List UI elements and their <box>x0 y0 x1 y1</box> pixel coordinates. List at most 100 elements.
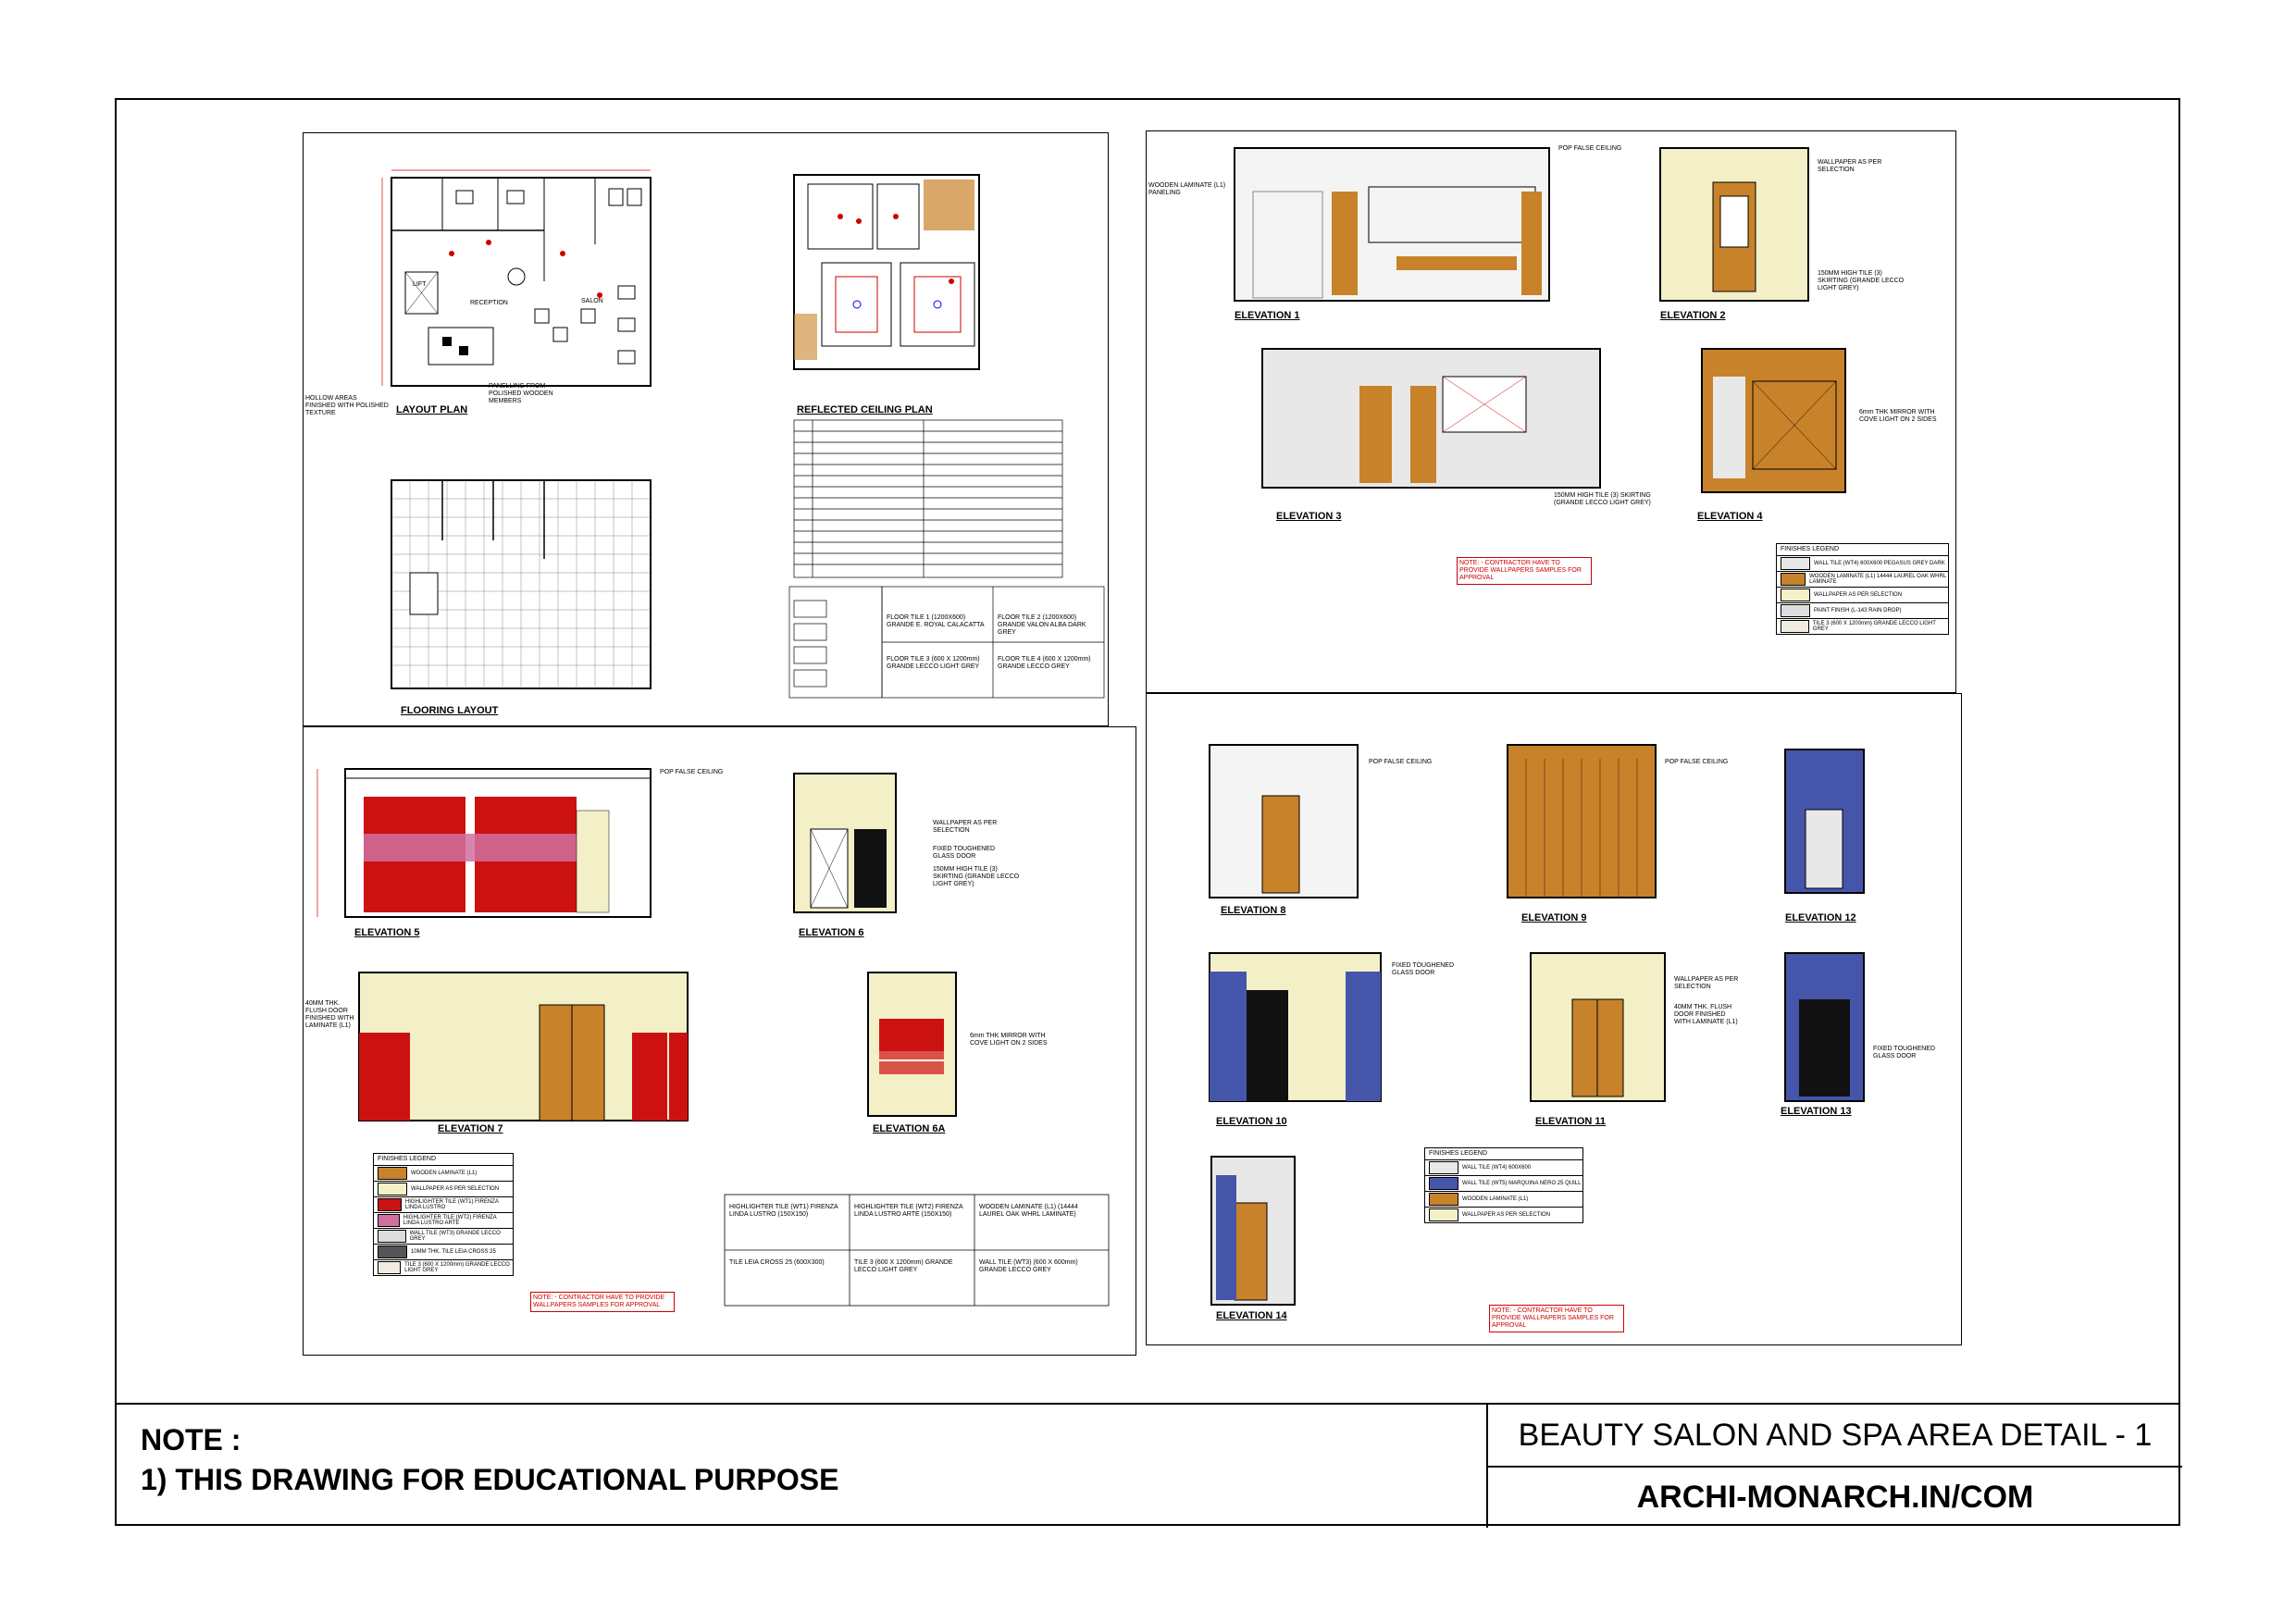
elevation-7-label: ELEVATION 7 <box>438 1123 503 1134</box>
elevation-1-label: ELEVATION 1 <box>1235 310 1300 321</box>
elevations-bottom-right-drawing <box>1209 744 1865 1306</box>
elevation-5-drawing <box>316 768 652 918</box>
legend-swatch <box>378 1183 407 1196</box>
elevation-13-drawing <box>1784 952 1865 1102</box>
elev11-flush-note: 40MM THK. FLUSH DOOR FINISHED WITH LAMIN… <box>1674 1004 1738 1025</box>
elev2-wallpaper-note: WALLPAPER AS PER SELECTION <box>1818 159 1882 173</box>
flooring-layout-drawing <box>391 479 652 689</box>
contractor-note-top: NOTE: - CONTRACTOR HAVE TO PROVIDE WALLP… <box>1457 557 1592 585</box>
layout-plan-label: LAYOUT PLAN <box>396 404 468 415</box>
elevation-8-drawing <box>1209 744 1359 898</box>
elev1-pop-note: POP FALSE CEILING <box>1558 145 1622 152</box>
legend-swatch <box>1429 1193 1458 1206</box>
legend-left-row: WALLPAPER AS PER SELECTION <box>374 1182 513 1197</box>
elevation-11-drawing <box>1530 952 1666 1102</box>
hollow-note: HOLLOW AREAS FINISHED WITH POLISHED TEXT… <box>305 395 389 416</box>
spec-r1c2: HIGHLIGHTER TILE (WT2) FIRENZA LINDA LUS… <box>854 1204 963 1218</box>
legend-bottom-row: WALL TILE (WT4) 600X600 <box>1425 1160 1582 1176</box>
legend-label: WALL TILE (WT4) 600X600 PEGASUS GREY DAR… <box>1814 561 1945 566</box>
legend-left-row: 10MM THK. TILE LEIA CROSS 25 <box>374 1245 513 1260</box>
elevation-7-drawing <box>358 972 689 1121</box>
drawing-title: BEAUTY SALON AND SPA AREA DETAIL - 1 <box>1488 1405 2182 1468</box>
legend-label: WALL TILE (WT5) MARQUINA NERO 25 QUILL <box>1462 1181 1582 1186</box>
elev6-glass-note: FIXED TOUGHENED GLASS DOOR <box>933 846 996 860</box>
floor-tile-3: FLOOR TILE 3 (600 X 1200mm) GRANDE LECCO… <box>887 656 980 670</box>
legend-label: PAINT FINISH (L-143 RAIN DROP) <box>1814 608 1902 613</box>
elevation-9-label: ELEVATION 9 <box>1521 912 1587 923</box>
floor-tile-legend <box>788 586 1105 699</box>
floor-tile-4: FLOOR TILE 4 (600 X 1200mm) GRANDE LECCO… <box>998 656 1091 670</box>
salon-label: SALON <box>581 298 603 304</box>
legend-label: WOODEN LAMINATE (L1) <box>1462 1196 1529 1202</box>
website-label: ARCHI-MONARCH.IN/COM <box>1636 1480 2034 1515</box>
elev13-glass-note: FIXED TOUGHENED GLASS DOOR <box>1873 1046 1936 1059</box>
elevation-1-drawing <box>1234 147 1550 302</box>
elevation-13-label: ELEVATION 13 <box>1781 1106 1852 1117</box>
elev1-laminate-note: WOODEN LAMINATE (L1) PANELING <box>1148 182 1226 196</box>
legend-swatch <box>1781 588 1810 601</box>
legend-swatch <box>1781 604 1810 617</box>
finishes-legend-left-title: FINISHES LEGEND <box>374 1154 513 1166</box>
finishes-legend-top-title: FINISHES LEGEND <box>1777 544 1948 556</box>
plans-drawing <box>381 169 1105 699</box>
ceiling-legend-table <box>793 419 1063 578</box>
elevation-14-drawing <box>1210 1156 1296 1306</box>
elevation-9-drawing <box>1507 744 1657 898</box>
legend-bottom-row: WALL TILE (WT5) MARQUINA NERO 25 QUILL <box>1425 1176 1582 1192</box>
title-block: NOTE : 1) THIS DRAWING FOR EDUCATIONAL P… <box>115 1403 2182 1528</box>
legend-label: WALL TILE (WT4) 600X600 <box>1462 1165 1532 1171</box>
elevation-2-label: ELEVATION 2 <box>1660 310 1726 321</box>
elevation-10-label: ELEVATION 10 <box>1216 1116 1287 1127</box>
elev7-mirror-note: 6mm THK MIRROR WITH COVE LIGHT ON 2 SIDE… <box>970 1033 1048 1047</box>
ceiling-plan-drawing <box>793 174 980 370</box>
elev6-skirting-note: 150MM HIGH TILE (3) SKIRTING (GRANDE LEC… <box>933 866 1020 887</box>
elev2-skirting-note: 150MM HIGH TILE (3) SKIRTING (GRANDE LEC… <box>1818 270 1905 291</box>
elev5-pop-note: POP FALSE CEILING <box>660 769 724 775</box>
legend-label: WOODEN LAMINATE (L1) 14444 LAUREL OAK WH… <box>1809 574 1946 585</box>
elevation-8-label: ELEVATION 8 <box>1221 905 1286 916</box>
finishes-legend-left: FINISHES LEGEND WOODEN LAMINATE (L1) WAL… <box>373 1153 514 1276</box>
legend-swatch <box>378 1245 407 1258</box>
finishes-legend-bottom-title: FINISHES LEGEND <box>1425 1148 1582 1160</box>
contractor-note-left: NOTE: - CONTRACTOR HAVE TO PROVIDE WALLP… <box>530 1292 675 1312</box>
elevation-2-drawing <box>1659 147 1809 302</box>
spec-r1c3: WOODEN LAMINATE (L1) (14444 LAUREL OAK W… <box>979 1204 1078 1218</box>
elevations-top-right-drawing <box>1234 147 1846 493</box>
elevation-3-drawing <box>1261 348 1601 489</box>
floor-tile-1: FLOOR TILE 1 (1200X600) GRANDE E. ROYAL … <box>887 614 985 628</box>
legend-label: WALL TILE (WT3) GRANDE LECCO GREY <box>409 1231 501 1242</box>
legend-bottom-row: WALLPAPER AS PER SELECTION <box>1425 1208 1582 1222</box>
lift-label: LIFT <box>413 281 427 288</box>
spec-table-border <box>724 1194 1110 1307</box>
elevations-sheet-top-right: ELEVATION 1 ELEVATION 2 ELEVATION 3 ELEV… <box>1146 130 1956 693</box>
contractor-note-bottom: NOTE: - CONTRACTOR HAVE TO PROVIDE WALLP… <box>1489 1305 1624 1332</box>
finishes-legend-bottom: FINISHES LEGEND WALL TILE (WT4) 600X600 … <box>1424 1147 1583 1223</box>
spec-r2c2: TILE 3 (600 X 1200mm) GRANDE LECCO LIGHT… <box>854 1259 953 1273</box>
legend-label: WALLPAPER AS PER SELECTION <box>1462 1212 1551 1218</box>
legend-top-row: WALL TILE (WT4) 600X600 PEGASUS GREY DAR… <box>1777 556 1948 572</box>
legend-swatch <box>1429 1208 1458 1221</box>
legend-bottom-row: WOODEN LAMINATE (L1) <box>1425 1192 1582 1208</box>
elev10-glass-note: FIXED TOUGHENED GLASS DOOR <box>1392 962 1455 976</box>
legend-left-row: WOODEN LAMINATE (L1) <box>374 1166 513 1182</box>
flooring-layout-label: FLOORING LAYOUT <box>401 705 499 716</box>
legend-left-row: WALL TILE (WT3) GRANDE LECCO GREY <box>374 1229 513 1245</box>
legend-label: WOODEN LAMINATE (L1) <box>411 1171 478 1176</box>
elev8-pop-note: POP FALSE CEILING <box>1369 759 1433 765</box>
legend-top-row: TILE 3 (600 X 1200mm) GRANDE LECCO LIGHT… <box>1777 619 1948 634</box>
finishes-legend-top: FINISHES LEGEND WALL TILE (WT4) 600X600 … <box>1776 543 1949 635</box>
legend-swatch <box>1781 557 1810 570</box>
legend-swatch <box>1781 573 1806 586</box>
elevation-12-drawing <box>1784 749 1865 894</box>
elevation-4-drawing <box>1701 348 1846 493</box>
layout-plan-drawing <box>381 169 652 387</box>
plans-sheet: LAYOUT PLAN REFLECTED CEILING PLAN FLOOR… <box>303 132 1109 726</box>
spec-r2c1: TILE LEIA CROSS 25 (600X300) <box>729 1259 825 1266</box>
legend-swatch <box>378 1230 406 1243</box>
floor-tile-2: FLOOR TILE 2 (1200X600) GRANDE VALON ALB… <box>998 614 1086 636</box>
elev7-flush-door-note: 40MM THK. FLUSH DOOR FINISHED WITH LAMIN… <box>305 1000 354 1029</box>
elevation-6-drawing <box>793 773 897 913</box>
legend-swatch <box>378 1167 407 1180</box>
elevations-sheet-left: ELEVATION 5 ELEVATION 6 ELEVATION 7 ELEV… <box>303 726 1136 1356</box>
elevation-6a-label: ELEVATION 6A <box>873 1123 946 1134</box>
